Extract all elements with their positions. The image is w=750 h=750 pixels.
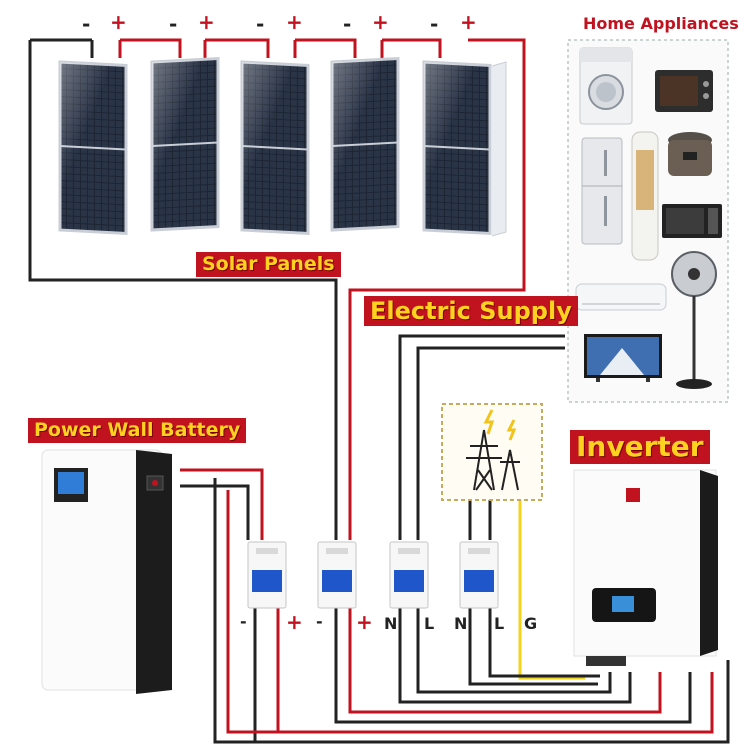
circuit-breaker (247, 541, 287, 609)
power-wall-battery-label: Power Wall Battery (28, 418, 247, 443)
oven-icon (655, 70, 713, 112)
circuit-breaker (459, 541, 499, 609)
inverter-label: Inverter (570, 430, 710, 464)
breaker-terminal-label: N (454, 614, 468, 633)
circuit-breaker (389, 541, 429, 609)
home-appliances-box (567, 39, 729, 403)
lightning-bolt-icon (506, 419, 517, 441)
solar-panel (422, 60, 492, 236)
bottom-wiring (180, 468, 730, 744)
panel-negative-terminal: - (343, 12, 352, 36)
air-conditioner-tower-icon (631, 131, 659, 261)
panel-negative-terminal: - (169, 12, 178, 36)
microwave-icon (662, 204, 722, 238)
grid-tower-box (441, 403, 543, 501)
solar-panel (240, 60, 310, 236)
home-appliances-label: Home Appliances (583, 14, 739, 33)
breakers (247, 541, 499, 609)
breaker-terminal-label: + (356, 610, 373, 634)
breaker-terminal-label: N (384, 614, 398, 633)
panel-positive-terminal: + (110, 10, 127, 34)
panel-positive-terminal: + (286, 10, 303, 34)
fan-icon (671, 251, 717, 389)
panel-negative-terminal: - (430, 12, 439, 36)
solar-panel (330, 56, 400, 232)
split-air-conditioner-icon (575, 283, 667, 311)
refrigerator-icon (581, 137, 623, 245)
panel-wiring (28, 38, 526, 540)
panel-positive-terminal: + (460, 10, 477, 34)
washing-machine-icon (579, 47, 633, 125)
solar-panels (58, 56, 507, 237)
panel-positive-terminal: + (198, 10, 215, 34)
breaker-terminal-label: - (316, 612, 323, 631)
solar-panel (58, 60, 128, 236)
transmission-tower-icon (466, 429, 520, 491)
breaker-terminal-label: L (494, 614, 505, 633)
rice-cooker-icon (668, 132, 712, 176)
panel-frame-edge (491, 61, 507, 237)
grid-wiring (468, 500, 585, 680)
breaker-terminal-label: G (524, 614, 538, 633)
supply-wiring (398, 334, 565, 540)
inverter (573, 469, 718, 666)
circuit-breaker (317, 541, 357, 609)
electric-supply-label: Electric Supply (364, 296, 578, 326)
panel-negative-terminal: - (82, 12, 91, 36)
breaker-terminal-label: + (286, 610, 303, 634)
panel-negative-terminal: - (256, 12, 265, 36)
panel-positive-terminal: + (372, 10, 389, 34)
power-wall-battery (41, 449, 172, 694)
television-icon (584, 334, 662, 382)
lightning-bolt-icon (483, 409, 495, 435)
solar-panel (150, 56, 220, 232)
breaker-terminal-label: L (424, 614, 435, 633)
breaker-terminal-label: - (240, 612, 247, 631)
solar-panels-label: Solar Panels (196, 252, 341, 277)
